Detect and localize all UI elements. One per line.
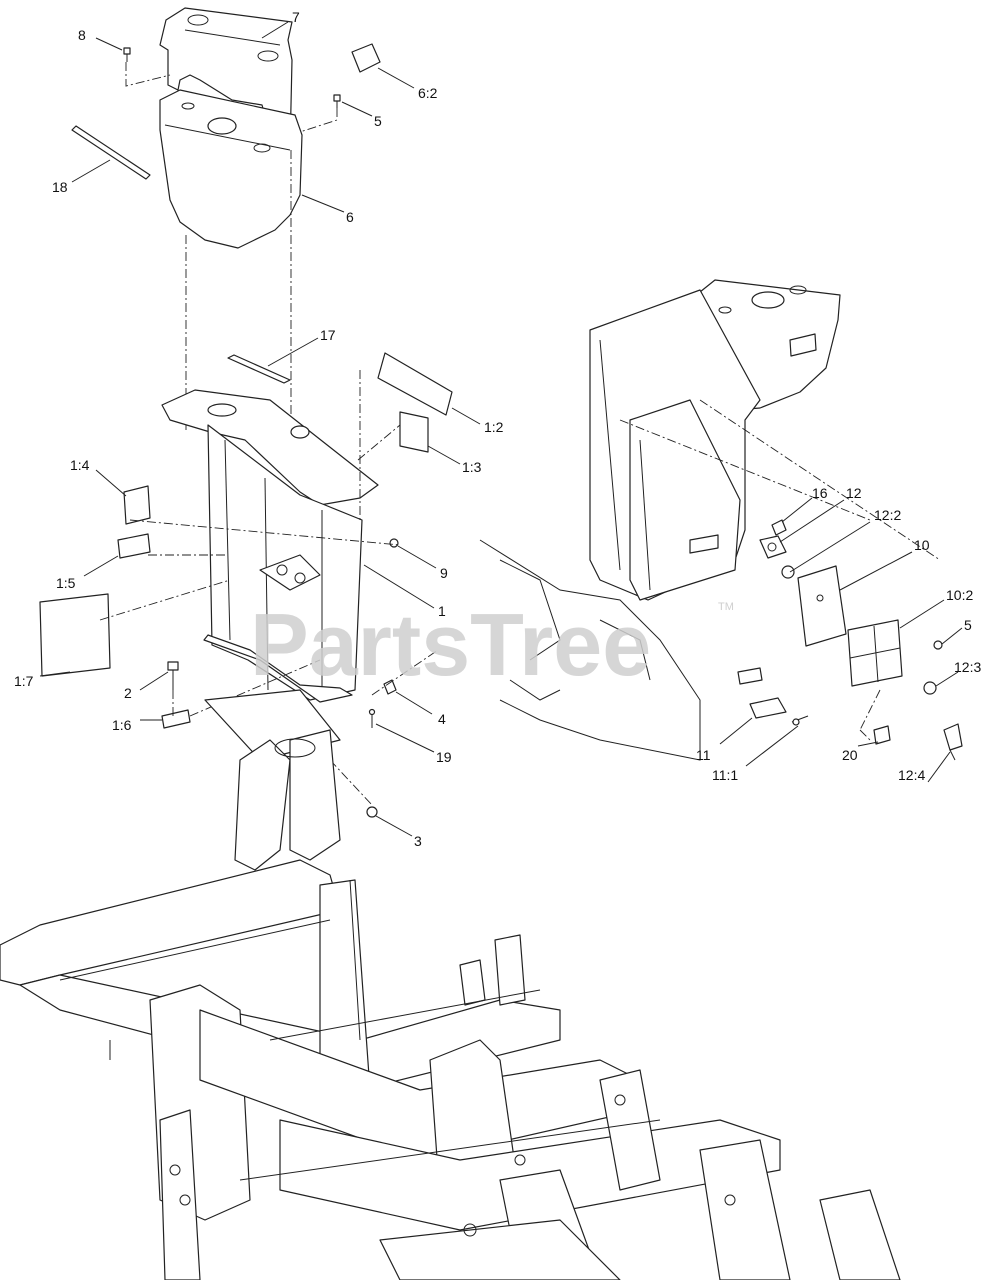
washer-12-2-part <box>781 565 795 579</box>
callout-9: 9 <box>440 565 448 581</box>
callout-19: 19 <box>436 749 452 765</box>
cap-12-4-part <box>943 723 963 761</box>
grommet-20-part <box>873 725 891 745</box>
callout-2: 2 <box>124 685 132 701</box>
fuel-tank-housing-part <box>159 89 303 249</box>
plate-10-part <box>797 565 847 647</box>
callout-6-2: 6:2 <box>418 85 438 101</box>
callout-16: 16 <box>812 485 828 501</box>
decal-17-part <box>227 354 291 384</box>
seal-strip-part <box>71 125 151 180</box>
callout-1-3: 1:3 <box>462 459 482 475</box>
nut-3-part <box>366 806 378 818</box>
callout-7: 7 <box>292 9 300 25</box>
screw-5-top-part <box>333 94 341 108</box>
callout-11: 11 <box>696 747 711 763</box>
callout-1-5: 1:5 <box>56 575 76 591</box>
plate-10-2-part <box>847 619 903 687</box>
decal-1-7-part <box>39 593 111 677</box>
assembled-console-view <box>479 279 941 761</box>
callout-12-4: 12:4 <box>898 767 925 783</box>
decal-1-2-part <box>377 352 453 416</box>
leader-lines <box>39 21 963 837</box>
callout-5-top: 5 <box>374 113 382 129</box>
nut-9-part <box>389 538 399 548</box>
callout-3: 3 <box>414 833 422 849</box>
decal-6-2-part <box>351 43 381 73</box>
decal-1-5-part <box>117 533 151 559</box>
callout-1-6: 1:6 <box>112 717 132 733</box>
chassis-frame-part <box>0 689 901 1280</box>
clip-4-part <box>383 679 397 695</box>
decal-1-3-part <box>399 411 429 453</box>
callout-10-2: 10:2 <box>946 587 973 603</box>
callout-6: 6 <box>346 209 354 225</box>
key-11-1-part <box>791 715 809 726</box>
callout-12-2: 12:2 <box>874 507 901 523</box>
callout-labels: 8 7 6:2 5 18 6 17 1:2 1:3 1:4 9 1:5 1 1:… <box>14 9 981 849</box>
callout-17: 17 <box>320 327 336 343</box>
connector-12-part <box>759 535 787 559</box>
callout-1-4: 1:4 <box>70 457 90 473</box>
watermark-trademark: TM <box>718 601 734 613</box>
callout-10: 10 <box>914 537 930 553</box>
pin-19-part <box>368 708 376 728</box>
callout-20: 20 <box>842 747 858 763</box>
screw-5-right-part <box>933 640 943 650</box>
callout-1-7: 1:7 <box>14 673 34 689</box>
decal-1-6-part <box>161 709 191 729</box>
watermark-text: PartsTree <box>250 595 651 694</box>
callout-12-3: 12:3 <box>954 659 981 675</box>
callout-4: 4 <box>438 711 446 727</box>
callout-5-right: 5 <box>964 617 972 633</box>
switch-16-part <box>771 519 787 536</box>
screw-8-part <box>123 47 131 62</box>
bracket-11-part <box>737 667 787 719</box>
callout-1-2: 1:2 <box>484 419 504 435</box>
decal-1-4-part <box>123 485 151 525</box>
nut-12-3-part <box>923 681 937 695</box>
callout-11-1: 11:1 <box>712 767 738 783</box>
top-bracket-part <box>159 7 293 151</box>
callout-8: 8 <box>78 27 86 43</box>
callout-1: 1 <box>438 603 446 619</box>
bolt-2-part <box>167 661 179 690</box>
callout-18: 18 <box>52 179 68 195</box>
callout-12: 12 <box>846 485 862 501</box>
console-frame-part <box>161 389 379 703</box>
